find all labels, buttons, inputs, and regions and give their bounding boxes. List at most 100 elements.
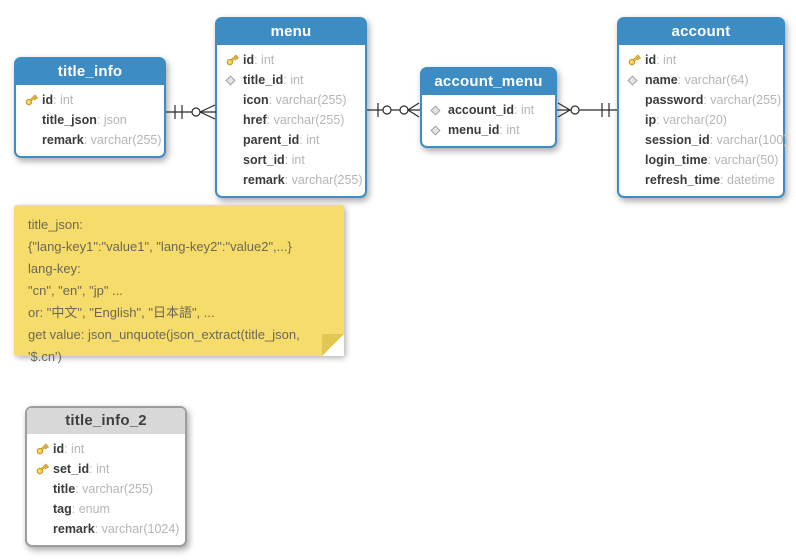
- field-name: password: [645, 93, 704, 107]
- field-type: : varchar(255): [266, 113, 345, 127]
- note-line: or: "中文", "English", "日本語", ...: [28, 305, 215, 320]
- note-line: lang-key:: [28, 261, 81, 276]
- table-field-id[interactable]: id: int: [27, 439, 185, 459]
- note-folded-corner: [322, 334, 344, 356]
- table-field-name[interactable]: name: varchar(64): [619, 70, 783, 90]
- table-field-id[interactable]: id: int: [16, 90, 164, 110]
- key-icon: [35, 442, 53, 456]
- table-field-refresh_time[interactable]: refresh_time: datetime: [619, 170, 783, 190]
- note-line: title_json:: [28, 217, 83, 232]
- table-field-ip[interactable]: ip: varchar(20): [619, 110, 783, 130]
- field-type: : int: [64, 442, 85, 456]
- relationship-title_info-menu[interactable]: [166, 100, 216, 124]
- field-type: : varchar(255): [268, 93, 347, 107]
- field-type: : varchar(255): [284, 173, 363, 187]
- field-type: : varchar(255): [83, 133, 162, 147]
- table-field-login_time[interactable]: login_time: varchar(50): [619, 150, 783, 170]
- key-icon: [24, 93, 42, 107]
- table-field-id[interactable]: id: int: [619, 50, 783, 70]
- table-field-remark[interactable]: remark: varchar(1024): [27, 519, 185, 539]
- note-line: {"lang-key1":"value1", "lang-key2":"valu…: [28, 239, 292, 254]
- field-name: menu_id: [448, 123, 500, 137]
- field-name: id: [53, 442, 65, 456]
- field-type: : int: [284, 153, 305, 167]
- field-type: : enum: [71, 502, 110, 516]
- field-name: title: [53, 482, 76, 496]
- note-line: "cn", "en", "jp" ...: [28, 283, 123, 298]
- field-type: : varchar(100): [709, 133, 788, 147]
- key-icon: [35, 462, 53, 476]
- table-field-href[interactable]: href: varchar(255): [217, 110, 365, 130]
- table-menu-header[interactable]: menu: [217, 19, 365, 45]
- field-name: icon: [243, 93, 269, 107]
- note-line: get value: json_unquote(json_extract(tit…: [28, 327, 300, 364]
- relationship-menu-account_menu[interactable]: [367, 98, 420, 122]
- table-field-parent_id[interactable]: parent_id: int: [217, 130, 365, 150]
- table-account-header[interactable]: account: [619, 19, 783, 45]
- field-type: : int: [299, 133, 320, 147]
- field-name: remark: [53, 522, 95, 536]
- field-type: : varchar(255): [75, 482, 154, 496]
- table-field-account_id[interactable]: account_id: int: [422, 100, 555, 120]
- table-field-icon[interactable]: icon: varchar(255): [217, 90, 365, 110]
- field-type: : varchar(64): [677, 73, 749, 87]
- table-field-password[interactable]: password: varchar(255): [619, 90, 783, 110]
- table-field-title_json[interactable]: title_json: json: [16, 110, 164, 130]
- table-field-remark[interactable]: remark: varchar(255): [16, 130, 164, 150]
- field-type: : json: [96, 113, 127, 127]
- field-name: refresh_time: [645, 173, 721, 187]
- table-field-title_id[interactable]: title_id: int: [217, 70, 365, 90]
- table-field-menu_id[interactable]: menu_id: int: [422, 120, 555, 140]
- diamond-icon: [430, 124, 448, 136]
- relationship-account_menu-account[interactable]: [557, 98, 617, 122]
- field-type: : varchar(1024): [94, 522, 180, 536]
- field-name: sort_id: [243, 153, 285, 167]
- field-name: title_json: [42, 113, 97, 127]
- field-name: remark: [243, 173, 285, 187]
- key-icon: [225, 53, 243, 67]
- table-field-sort_id[interactable]: sort_id: int: [217, 150, 365, 170]
- table-title_info_2-header[interactable]: title_info_2: [27, 408, 185, 434]
- field-name: id: [42, 93, 54, 107]
- diamond-icon: [225, 74, 243, 86]
- sticky-note[interactable]: title_json: {"lang-key1":"value1", "lang…: [14, 205, 344, 364]
- field-name: href: [243, 113, 267, 127]
- field-name: remark: [42, 133, 84, 147]
- field-type: : int: [656, 53, 677, 67]
- table-field-tag[interactable]: tag: enum: [27, 499, 185, 519]
- field-type: : int: [89, 462, 110, 476]
- field-type: : varchar(255): [703, 93, 782, 107]
- field-name: id: [243, 53, 255, 67]
- table-field-set_id[interactable]: set_id: int: [27, 459, 185, 479]
- field-name: login_time: [645, 153, 708, 167]
- key-icon: [627, 53, 645, 67]
- field-name: session_id: [645, 133, 710, 147]
- table-title_info-header[interactable]: title_info: [16, 59, 164, 85]
- field-type: : int: [514, 103, 535, 117]
- table-field-remark[interactable]: remark: varchar(255): [217, 170, 365, 190]
- diamond-icon: [627, 74, 645, 86]
- table-field-id[interactable]: id: int: [217, 50, 365, 70]
- table-account_menu-header[interactable]: account_menu: [422, 69, 555, 95]
- field-type: : int: [283, 73, 304, 87]
- field-name: name: [645, 73, 678, 87]
- field-name: id: [645, 53, 657, 67]
- field-name: set_id: [53, 462, 90, 476]
- field-name: ip: [645, 113, 657, 127]
- table-field-session_id[interactable]: session_id: varchar(100): [619, 130, 787, 150]
- table-field-title[interactable]: title: varchar(255): [27, 479, 185, 499]
- field-name: parent_id: [243, 133, 300, 147]
- diamond-icon: [430, 104, 448, 116]
- field-type: : int: [499, 123, 520, 137]
- field-name: tag: [53, 502, 72, 516]
